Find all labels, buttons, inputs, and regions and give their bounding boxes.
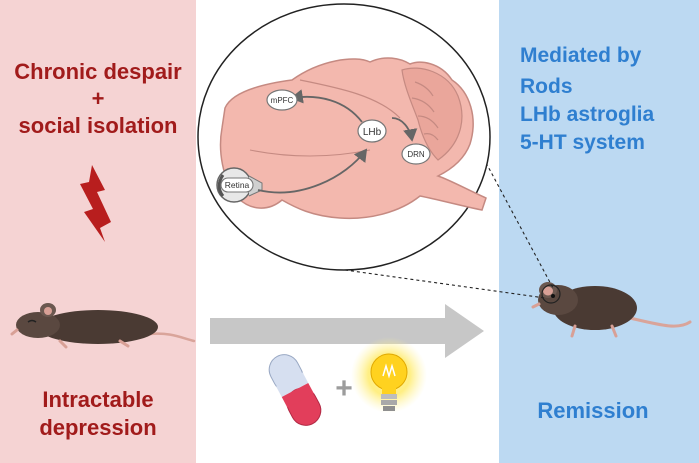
arrow-right-icon [210,304,484,358]
right-panel [499,0,699,463]
arrow-retina-to-lhb [257,148,368,194]
label-retina: Retina [225,180,250,190]
arrow-lhb-to-mpfc [290,89,363,123]
node-drn [401,143,431,165]
connector-line-top [437,72,554,289]
left-bottom-line2: depression [39,415,156,440]
node-retina [220,177,254,193]
pill-icon [268,354,322,426]
left-bottom-line1: Intractable [42,387,153,412]
plus-sign: + [335,372,353,405]
left-title-line1: Chronic despair [14,59,182,84]
node-mpfc [266,89,298,111]
lightning-bolt-icon [80,165,111,242]
left-title-line2: + [92,86,105,111]
node-lhb [357,119,387,143]
right-item-5ht-system: 5-HT system [520,131,645,154]
mouse-head-highlight [541,284,561,304]
connector-line-bottom [344,269,546,299]
label-lhb: LHb [363,127,382,138]
right-item-lhb-astroglia: LHb astroglia [520,103,655,126]
right-item-rods: Rods [520,75,573,98]
label-drn: DRN [407,150,425,159]
right-title: Mediated by [520,44,642,67]
label-mpfc: mPFC [271,96,294,105]
mouse-lying-icon [10,303,196,349]
right-bottom: Remission [537,398,648,423]
arrow-lhb-to-drn [391,117,418,142]
mouse-standing-icon [531,282,692,338]
lightbulb-icon [351,337,427,413]
left-title-line3: social isolation [19,113,178,138]
